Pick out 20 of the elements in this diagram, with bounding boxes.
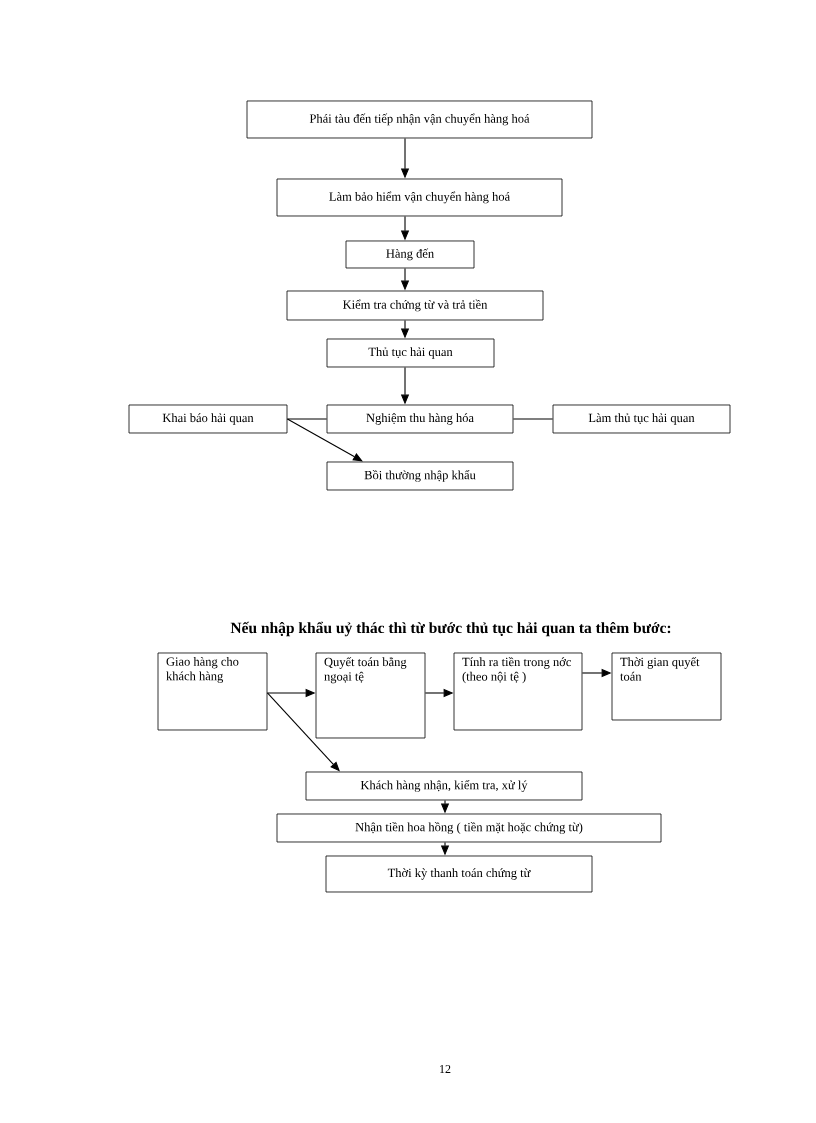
page-number: 12 [440, 1065, 451, 1073]
heading: Nếu nhập khẩu uỷ thác thì từ bước thủ tục hải quan ta thêm bước: [230, 621, 671, 637]
arrow [266, 692, 340, 772]
process-box: Bồi thường nhập khẩu [326, 461, 514, 491]
process-box: Giao hàng cho khách hàng [157, 652, 268, 731]
process-box: Hàng đến [345, 240, 475, 269]
process-box: Kiểm tra chứng từ và trả tiền [286, 290, 544, 321]
process-box: Nghiệm thu hàng hóa [326, 404, 514, 434]
process-box: Nhận tiền hoa hồng ( tiền mặt hoặc chứng từ) [276, 813, 662, 843]
process-box: Thủ tục hải quan [326, 338, 495, 368]
process-box: Khách hàng nhận, kiểm tra, xử lý [305, 771, 583, 801]
arrow [286, 418, 363, 462]
process-box: Làm bảo hiểm vận chuyển hàng hoá [276, 178, 563, 217]
process-box: Phái tàu đến tiếp nhận vận chuyển hàng hoá [246, 100, 593, 139]
process-box: Tính ra tiền trong nớc (theo nội tệ ) [453, 652, 583, 731]
process-box: Thời kỳ thanh toán chứng từ [325, 855, 593, 893]
process-box: Làm thủ tục hải quan [552, 404, 731, 434]
process-box: Quyết toán bằng ngoại tệ [315, 652, 426, 739]
process-box: Khai báo hải quan [128, 404, 288, 434]
process-box: Thời gian quyết toán [611, 652, 722, 721]
